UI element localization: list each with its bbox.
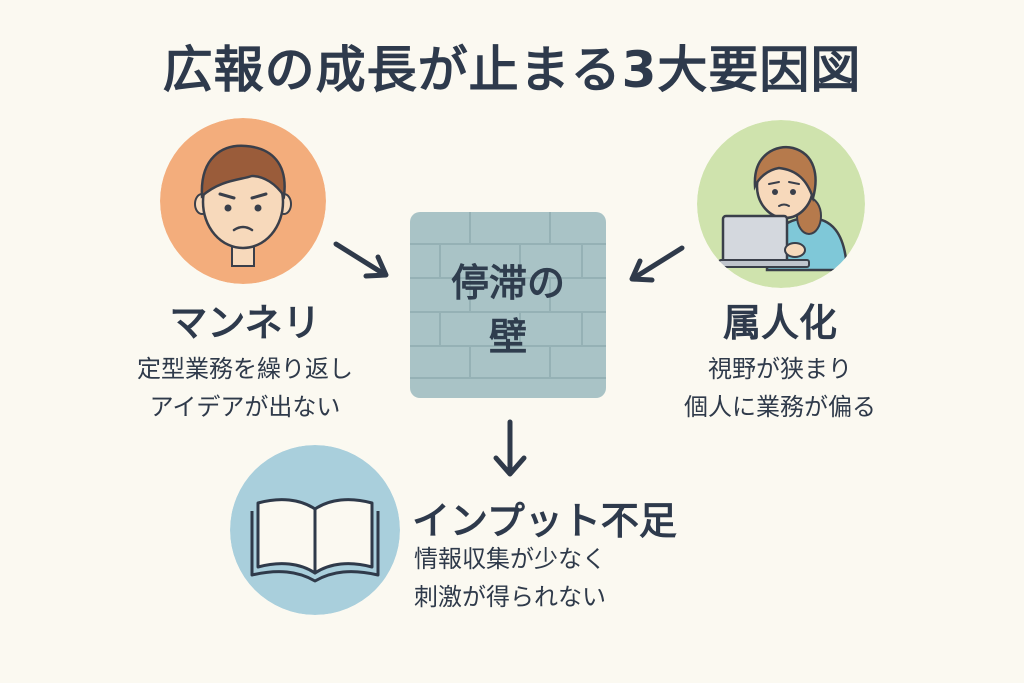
- factor-label-input-shortage: インプット不足: [412, 499, 677, 543]
- stagnation-wall: 停滞の 壁: [410, 212, 606, 398]
- factor-desc-mannerism: 定型業務を繰り返し アイデアが出ない: [137, 355, 353, 421]
- wall-label: 停滞の 壁: [410, 256, 606, 364]
- factor-desc-siloing: 視野が狭まり 個人に業務が偏る: [684, 355, 876, 421]
- open-book-illustration: [230, 445, 400, 615]
- arrow-icon-right: [629, 245, 685, 283]
- arrow-icon-down: [493, 419, 527, 477]
- page-title: 広報の成長が止まる3大要因図: [162, 41, 862, 99]
- arrow-icon-left: [333, 241, 389, 279]
- factor-desc-input-shortage: 情報収集が少なく 刺激が得られない: [414, 545, 606, 611]
- wall-label-line1: 停滞の: [450, 261, 565, 305]
- woman-laptop-illustration: [697, 120, 865, 288]
- wall-label-line2: 壁: [488, 315, 527, 359]
- factor-label-mannerism: マンネリ: [169, 301, 321, 345]
- factor-label-siloing: 属人化: [722, 301, 837, 345]
- bored-man-illustration: [160, 118, 326, 284]
